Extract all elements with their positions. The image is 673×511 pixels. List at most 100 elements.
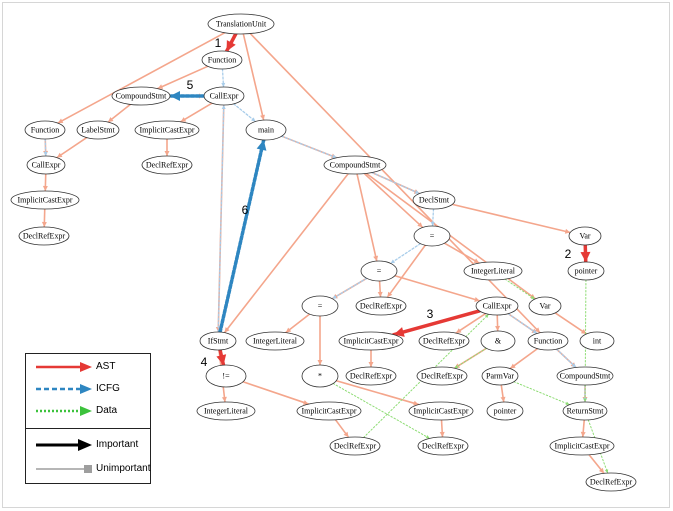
node-label: IfStmt [208,337,229,346]
ast-edge-ds-var1-head [564,228,571,234]
ast-edge-cs2-eq2 [356,173,378,262]
ast-edge-ls-ceL-head [56,152,63,158]
node-cs1: CompoundStmt [111,86,171,106]
node-ellipse [549,436,615,456]
node-label: CallExpr [210,92,239,101]
ast-edge-eq1-il1 [443,242,481,264]
icfg-edge-main-cs2-head [332,154,337,159]
node-label: DeclRefExpr [334,442,377,451]
node-ellipse [408,401,474,421]
node-label: ParmVar [486,372,514,381]
node-var2: Var [528,296,562,316]
node-ls: LabelStmt [76,120,120,140]
ast-edge-ceL-iceL-head [42,185,48,192]
node-dre7: DeclRefExpr [417,436,469,456]
node-eq2: = [360,260,398,282]
node-pv: ParmVar [481,366,519,386]
node-ellipse [527,331,569,351]
node-ice5: ImplicitCastExpr [549,436,615,456]
icfg-important-edge-ifs-main [218,138,266,334]
node-ellipse [562,401,608,421]
ast-edge-cs2-eq1-head [417,222,423,228]
node-ellipse [463,261,523,281]
node-dre1: DeclRefExpr [141,155,193,175]
node-ds: DeclStmt [412,190,456,210]
ast-edge-eq1-dre2 [386,244,427,299]
node-ellipse [585,472,637,492]
node-label: = [318,302,323,311]
icfg-edge-eq1-eq2 [389,243,422,264]
icfg-edge-eq2-eq3 [331,277,368,300]
ast-edge-cs2-var2 [365,172,537,300]
node-label: CallExpr [32,161,61,170]
ast-edge-eq3-il2-head [285,327,292,333]
data-edge-pv-rs-head [565,401,570,405]
icfg-edge-cs2-ds [371,171,421,195]
node-amp: & [480,330,516,352]
node-label: ImplicitCastExpr [343,337,398,346]
data-edge-il1-var2 [504,278,536,300]
node-label: DeclRefExpr [146,161,189,170]
ast-edge-tu-main-head [260,114,265,121]
node-dre5: DeclRefExpr [416,366,468,386]
node-label: main [258,126,274,135]
node-label: DeclRefExpr [422,442,465,451]
ast-edge-eq1-dre2-head [387,291,393,298]
step-label: 2 [565,247,572,261]
node-dre2: DeclRefExpr [355,296,407,316]
node-ellipse [413,225,451,247]
ast-edge-tu-fn2-head [534,327,541,333]
ast-edge-tu-fnL [56,31,226,124]
icfg-edge-ce1-main-head [251,117,256,122]
node-label: CompoundStmt [560,372,611,381]
legend-data-label: Data [96,405,118,416]
ast-edge-neq-ice3 [242,380,310,405]
ast-edge-star-ice4-head [413,400,419,406]
node-ellipse [111,86,171,106]
legend-ast: AST [26,358,150,378]
node-label: ImplicitCastExpr [554,442,609,451]
node-ellipse [296,401,362,421]
ast-edge-tu-main [242,33,265,121]
node-ellipse [245,331,305,351]
node-ellipse [528,296,562,316]
node-ptr1: pointer [567,261,605,281]
ast-edge-ce2-dre3 [455,312,487,334]
node-ceL: CallExpr [26,155,66,175]
node-dreL: DeclRefExpr [18,226,70,246]
node-fn1: Function [201,50,243,70]
node-label: CompoundStmt [116,92,167,101]
node-label: int [593,337,602,346]
node-label: Var [539,302,550,311]
node-ellipse [18,226,70,246]
ast-edge-eq2-dre2-head [377,291,383,298]
node-label: ImplicitCastExpr [301,407,356,416]
icfg-edge-fn1-ce1-head [221,82,226,88]
node-rs: ReturnStmt [562,401,608,421]
ast-important-edge-ce2-ice2-head [393,327,405,337]
node-label: DeclRefExpr [23,232,66,241]
ast-edge-ice1-dre1-head [164,151,170,156]
ast-edge-ice4-dre7-head [439,431,445,438]
node-label: pointer [575,267,598,276]
ast-edge-ifs-il3-head [221,396,227,403]
node-dre6: DeclRefExpr [329,436,381,456]
ast-important-edge-var1-ptr1-head [580,251,591,263]
node-ice2: ImplicitCastExpr [338,331,404,351]
node-ice3: ImplicitCastExpr [296,401,362,421]
node-ellipse [10,190,80,210]
data-edge-amp-dre5 [453,347,487,369]
data-edge-pv-rs [513,381,570,406]
node-ellipse [203,86,245,106]
node-ellipse [207,13,275,35]
ast-edge-ls-ceL [56,136,88,159]
icfg-edge-ce2-fn2 [507,312,538,335]
legend-ast-label: AST [96,361,116,372]
node-ellipse [412,190,456,210]
node-il2: IntegerLiteral [245,331,305,351]
node-label: = [377,267,382,276]
node-il1: IntegerLiteral [463,261,523,281]
node-label: DeclRefExpr [590,478,633,487]
